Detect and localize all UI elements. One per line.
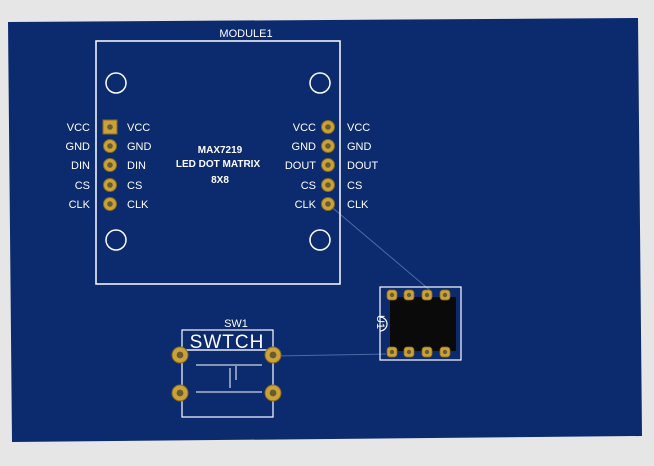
left-pad-hole xyxy=(107,143,113,149)
left-inner-pin-label: VCC xyxy=(127,122,150,134)
left-outer-pin-label: DIN xyxy=(71,160,90,172)
u1-pad-hole xyxy=(406,349,412,355)
u1[interactable]: U1 xyxy=(374,286,462,361)
sw1-pad-3-hole xyxy=(176,389,184,397)
left-inner-pin-label: GND xyxy=(127,141,152,153)
left-inner-pin-label: CS xyxy=(127,180,142,192)
left-pad-hole xyxy=(107,182,113,188)
left-pad-hole xyxy=(107,162,113,168)
right-outer-pin-label: CLK xyxy=(347,199,369,211)
right-inner-pin-label: CLK xyxy=(295,199,317,211)
mounting-hole-bottom-right xyxy=(309,229,331,251)
module1-name-line1: MAX7219 xyxy=(198,145,243,156)
right-outer-pin-label: VCC xyxy=(347,122,370,134)
left-pad-hole xyxy=(107,124,113,130)
module1-ref: MODULE1 xyxy=(219,28,272,40)
sw1-pad-1-hole xyxy=(176,351,184,359)
u1-pad-hole xyxy=(442,349,448,355)
left-inner-pin-label: DIN xyxy=(127,160,146,172)
right-outer-pin-label: GND xyxy=(347,141,372,153)
u1-pad-hole xyxy=(442,292,448,298)
module1-left-header: VCC VCC GND GND DIN DIN CS CS CLK CLK xyxy=(66,119,152,211)
module1-right-header: VCC VCC GND GND DOUT DOUT CS CS CLK CLK xyxy=(285,120,378,211)
mounting-hole-top-right xyxy=(309,72,331,94)
u1-ref: U1 xyxy=(374,315,386,329)
u1-pins xyxy=(386,289,451,358)
mounting-hole-top-left xyxy=(105,72,127,94)
u1-ic-body xyxy=(390,297,456,351)
right-pad-hole xyxy=(325,182,331,188)
sw1-outline xyxy=(181,349,274,418)
left-outer-pin-label: VCC xyxy=(67,122,90,134)
right-pad-hole xyxy=(325,162,331,168)
u1-pad-hole xyxy=(389,349,395,355)
left-outer-pin-label: GND xyxy=(66,141,91,153)
mounting-hole-bottom-left xyxy=(105,229,127,251)
module1-name-line2: LED DOT MATRIX xyxy=(176,159,261,170)
trace-clk-to-u1 xyxy=(327,203,433,293)
right-inner-pin-label: CS xyxy=(301,180,316,192)
right-inner-pin-label: GND xyxy=(292,141,317,153)
u1-outline xyxy=(379,286,462,361)
u1-pin1-notch xyxy=(379,316,388,332)
left-inner-pin-label: CLK xyxy=(127,199,149,211)
right-pad-hole xyxy=(325,143,331,149)
module1-name-line3: 8X8 xyxy=(211,175,229,186)
right-outer-pin-label: DOUT xyxy=(347,160,378,172)
sw1[interactable]: SW1 SWTCH xyxy=(171,318,282,418)
sw1-pad-4-hole xyxy=(269,389,277,397)
u1-pad-hole xyxy=(424,292,430,298)
left-outer-pin-label: CLK xyxy=(69,199,91,211)
left-pad-hole xyxy=(107,201,113,207)
u1-pad-hole xyxy=(424,349,430,355)
right-inner-pin-label: DOUT xyxy=(285,160,316,172)
pcb-board xyxy=(8,18,642,442)
right-inner-pin-label: VCC xyxy=(293,122,316,134)
module1-outline xyxy=(95,40,341,285)
u1-pad-hole xyxy=(389,292,395,298)
sw1-pad-2-hole xyxy=(269,351,277,359)
right-pad-hole xyxy=(325,201,331,207)
trace-sw1-to-u1 xyxy=(275,353,387,357)
sw1-value: SWTCH xyxy=(190,332,265,353)
right-pad-hole xyxy=(325,124,331,130)
u1-pad-hole xyxy=(406,292,412,298)
left-outer-pin-label: CS xyxy=(75,180,90,192)
right-outer-pin-label: CS xyxy=(347,180,362,192)
sw1-ref: SW1 xyxy=(224,318,248,330)
